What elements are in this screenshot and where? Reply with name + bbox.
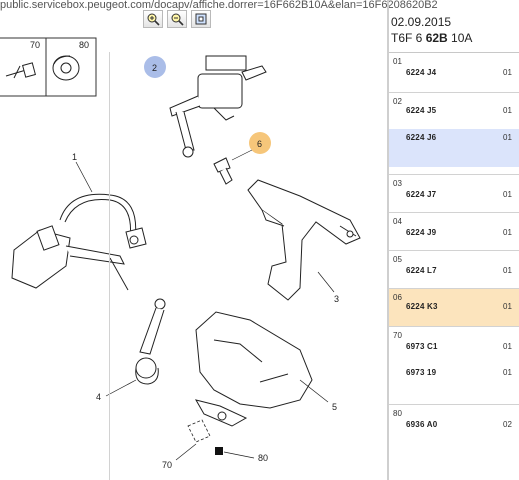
group-number: 01 <box>393 57 402 66</box>
part-80-nut <box>215 447 223 455</box>
part-ref: 6973 19 <box>406 368 437 377</box>
parts-diagram: 70 80 2 6 1 3 <box>0 37 361 470</box>
label-4: 4 <box>96 392 101 402</box>
part-qty: 01 <box>503 228 512 237</box>
group-number: 05 <box>393 255 402 264</box>
part-1-sensor <box>11 193 147 291</box>
parts-group-04: 04 6224 J9 01 <box>389 213 519 251</box>
model-code: 62B <box>425 31 448 45</box>
fit-window-icon <box>195 13 207 25</box>
zoom-out-button[interactable] <box>167 10 187 28</box>
zoom-in-icon <box>147 13 160 26</box>
part-6-screw <box>213 149 253 185</box>
part-ref: 6973 C1 <box>406 342 438 351</box>
parts-group-01: 01 6224 J4 01 <box>389 53 519 93</box>
part-ref: 6224 J6 <box>406 133 437 142</box>
parts-group-80: 80 6936 A0 02 <box>389 405 519 453</box>
part-ref: 6936 A0 <box>406 420 438 429</box>
parts-list: 01 6224 J4 01 02 6224 J5 01 6224 J6 01 0… <box>389 52 519 453</box>
callout-6-bubble <box>249 132 271 154</box>
part-qty: 02 <box>503 420 512 429</box>
label-80-top: 80 <box>79 40 89 50</box>
part-qty: 01 <box>503 68 512 77</box>
group-number: 06 <box>393 293 402 302</box>
label-3: 3 <box>334 294 339 304</box>
label-80: 80 <box>258 453 268 463</box>
part-row-6224-l7[interactable]: 6224 L7 01 <box>389 253 519 289</box>
part-row-6936-a0[interactable]: 6936 A0 02 <box>389 407 519 443</box>
part-qty: 01 <box>503 302 512 311</box>
group-number: 02 <box>393 97 402 106</box>
part-4-arm <box>135 298 166 385</box>
part-3-bracket <box>247 179 361 301</box>
part-qty: 01 <box>503 368 512 377</box>
parts-group-03: 03 6224 J7 01 <box>389 175 519 213</box>
parts-group-02: 02 6224 J5 01 6224 J6 01 <box>389 93 519 175</box>
part-row-6224-k3-selected[interactable]: 6224 K3 01 <box>389 289 519 326</box>
part-70-clip <box>187 419 211 443</box>
zoom-out-icon <box>171 13 184 26</box>
part-row-6224-j9[interactable]: 6224 J9 01 <box>389 215 519 251</box>
detail-box <box>0 37 97 97</box>
url-text: public.servicebox.peugeot.com/docapv/aff… <box>0 0 438 11</box>
callout-2-bubble <box>144 56 166 78</box>
page-header: 02.09.2015 T6F 6 62B 10A <box>391 14 472 46</box>
part-ref: 6224 J7 <box>406 190 437 199</box>
label-1: 1 <box>72 152 77 162</box>
callout-6-text: 6 <box>257 139 262 149</box>
part-row-6224-j5[interactable]: 6224 J5 01 <box>389 93 519 129</box>
fit-window-button[interactable] <box>191 10 211 28</box>
part-ref: 6224 J5 <box>406 106 437 115</box>
part-qty: 01 <box>503 106 512 115</box>
group-number: 70 <box>393 331 402 340</box>
part-row-6224-j7[interactable]: 6224 J7 01 <box>389 177 519 213</box>
parts-group-05: 05 6224 L7 01 <box>389 251 519 289</box>
part-qty: 01 <box>503 266 512 275</box>
qty-column-divider <box>109 52 110 480</box>
header-model: T6F 6 62B 10A <box>391 30 472 46</box>
label-70: 70 <box>162 460 172 470</box>
parts-group-06: 6224 K3 01 06 <box>389 289 519 327</box>
part-ref: 6224 L7 <box>406 266 437 275</box>
parts-group-70: 70 6973 C1 01 6973 19 01 <box>389 327 519 405</box>
washer-drawing <box>52 55 80 81</box>
part-row-6224-j4[interactable]: 6224 J4 01 <box>389 55 519 91</box>
part-qty: 01 <box>503 190 512 199</box>
group-number: 03 <box>393 179 402 188</box>
part-row-6973-c1[interactable]: 6973 C1 01 <box>389 329 519 365</box>
part-ref: 6224 J4 <box>406 68 437 77</box>
part-ref: 6224 K3 <box>406 302 438 311</box>
label-70-top: 70 <box>30 40 40 50</box>
part-ref: 6224 J9 <box>406 228 437 237</box>
part-qty: 01 <box>503 133 512 142</box>
part-2-sensor <box>169 55 267 158</box>
part-row-6973-19[interactable]: 6973 19 01 <box>389 355 519 391</box>
group-number: 80 <box>393 409 402 418</box>
header-date: 02.09.2015 <box>391 15 452 29</box>
group-number: 04 <box>393 217 402 226</box>
part-qty: 01 <box>503 342 512 351</box>
part-5-bracket <box>194 311 313 427</box>
model-prefix: T6F 6 <box>391 31 426 45</box>
model-suffix: 10A <box>447 31 473 45</box>
bolt-drawing <box>5 62 36 79</box>
zoom-in-button[interactable] <box>143 10 163 28</box>
callout-2-text: 2 <box>152 63 157 73</box>
part-row-6224-j6-selected[interactable]: 6224 J6 01 <box>389 129 519 167</box>
panel-separator <box>387 0 389 480</box>
label-5: 5 <box>332 402 337 412</box>
